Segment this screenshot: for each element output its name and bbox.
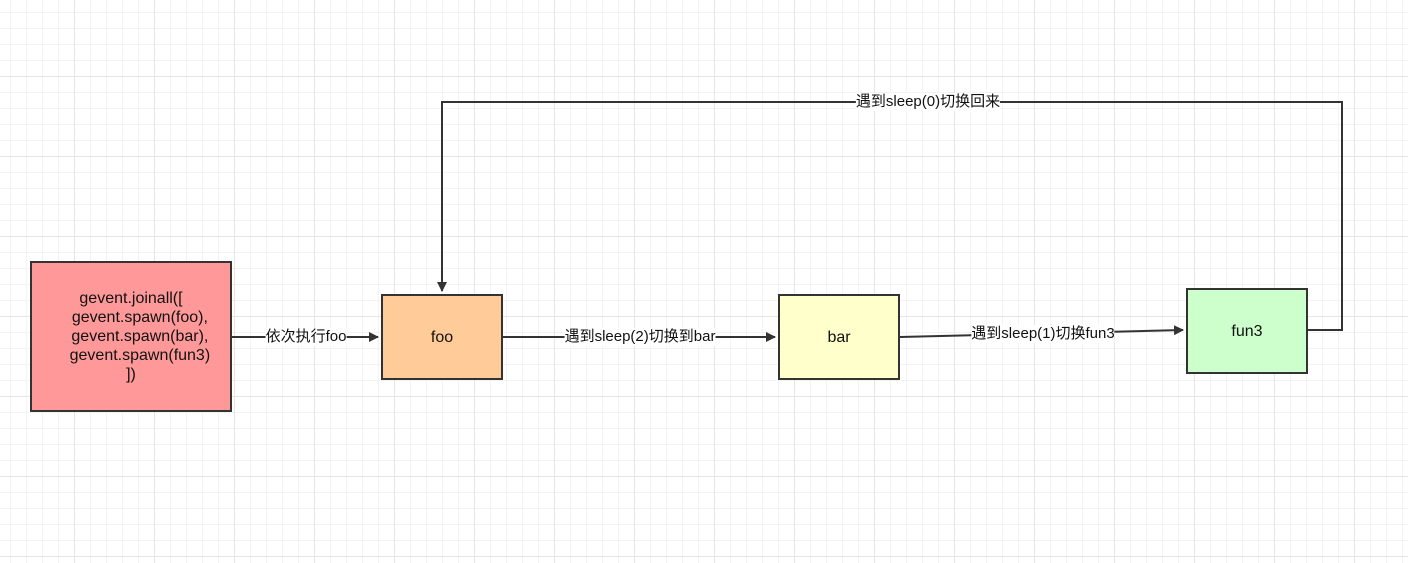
edge-fun3-to-foo xyxy=(437,101,1343,331)
fun3-node-label: fun3 xyxy=(1231,322,1263,340)
edge-label-bar-to-fun3: 遇到sleep(1)切换fun3 xyxy=(971,325,1115,343)
edge-label-main-to-foo: 依次执行foo xyxy=(265,328,347,346)
edge-label-fun3-to-foo: 遇到sleep(0)切换回来 xyxy=(855,93,1001,111)
foo-node[interactable]: foo xyxy=(381,294,503,380)
fun3-node[interactable]: fun3 xyxy=(1186,288,1308,374)
joinall-node[interactable]: gevent.joinall([ gevent.spawn(foo), geve… xyxy=(30,261,232,412)
bar-node-label: bar xyxy=(827,328,851,346)
joinall-node-label: gevent.joinall([ gevent.spawn(foo), geve… xyxy=(69,290,211,383)
bar-node[interactable]: bar xyxy=(778,294,900,380)
foo-node-label: foo xyxy=(430,328,454,346)
edge-label-foo-to-bar: 遇到sleep(2)切换到bar xyxy=(564,328,716,346)
